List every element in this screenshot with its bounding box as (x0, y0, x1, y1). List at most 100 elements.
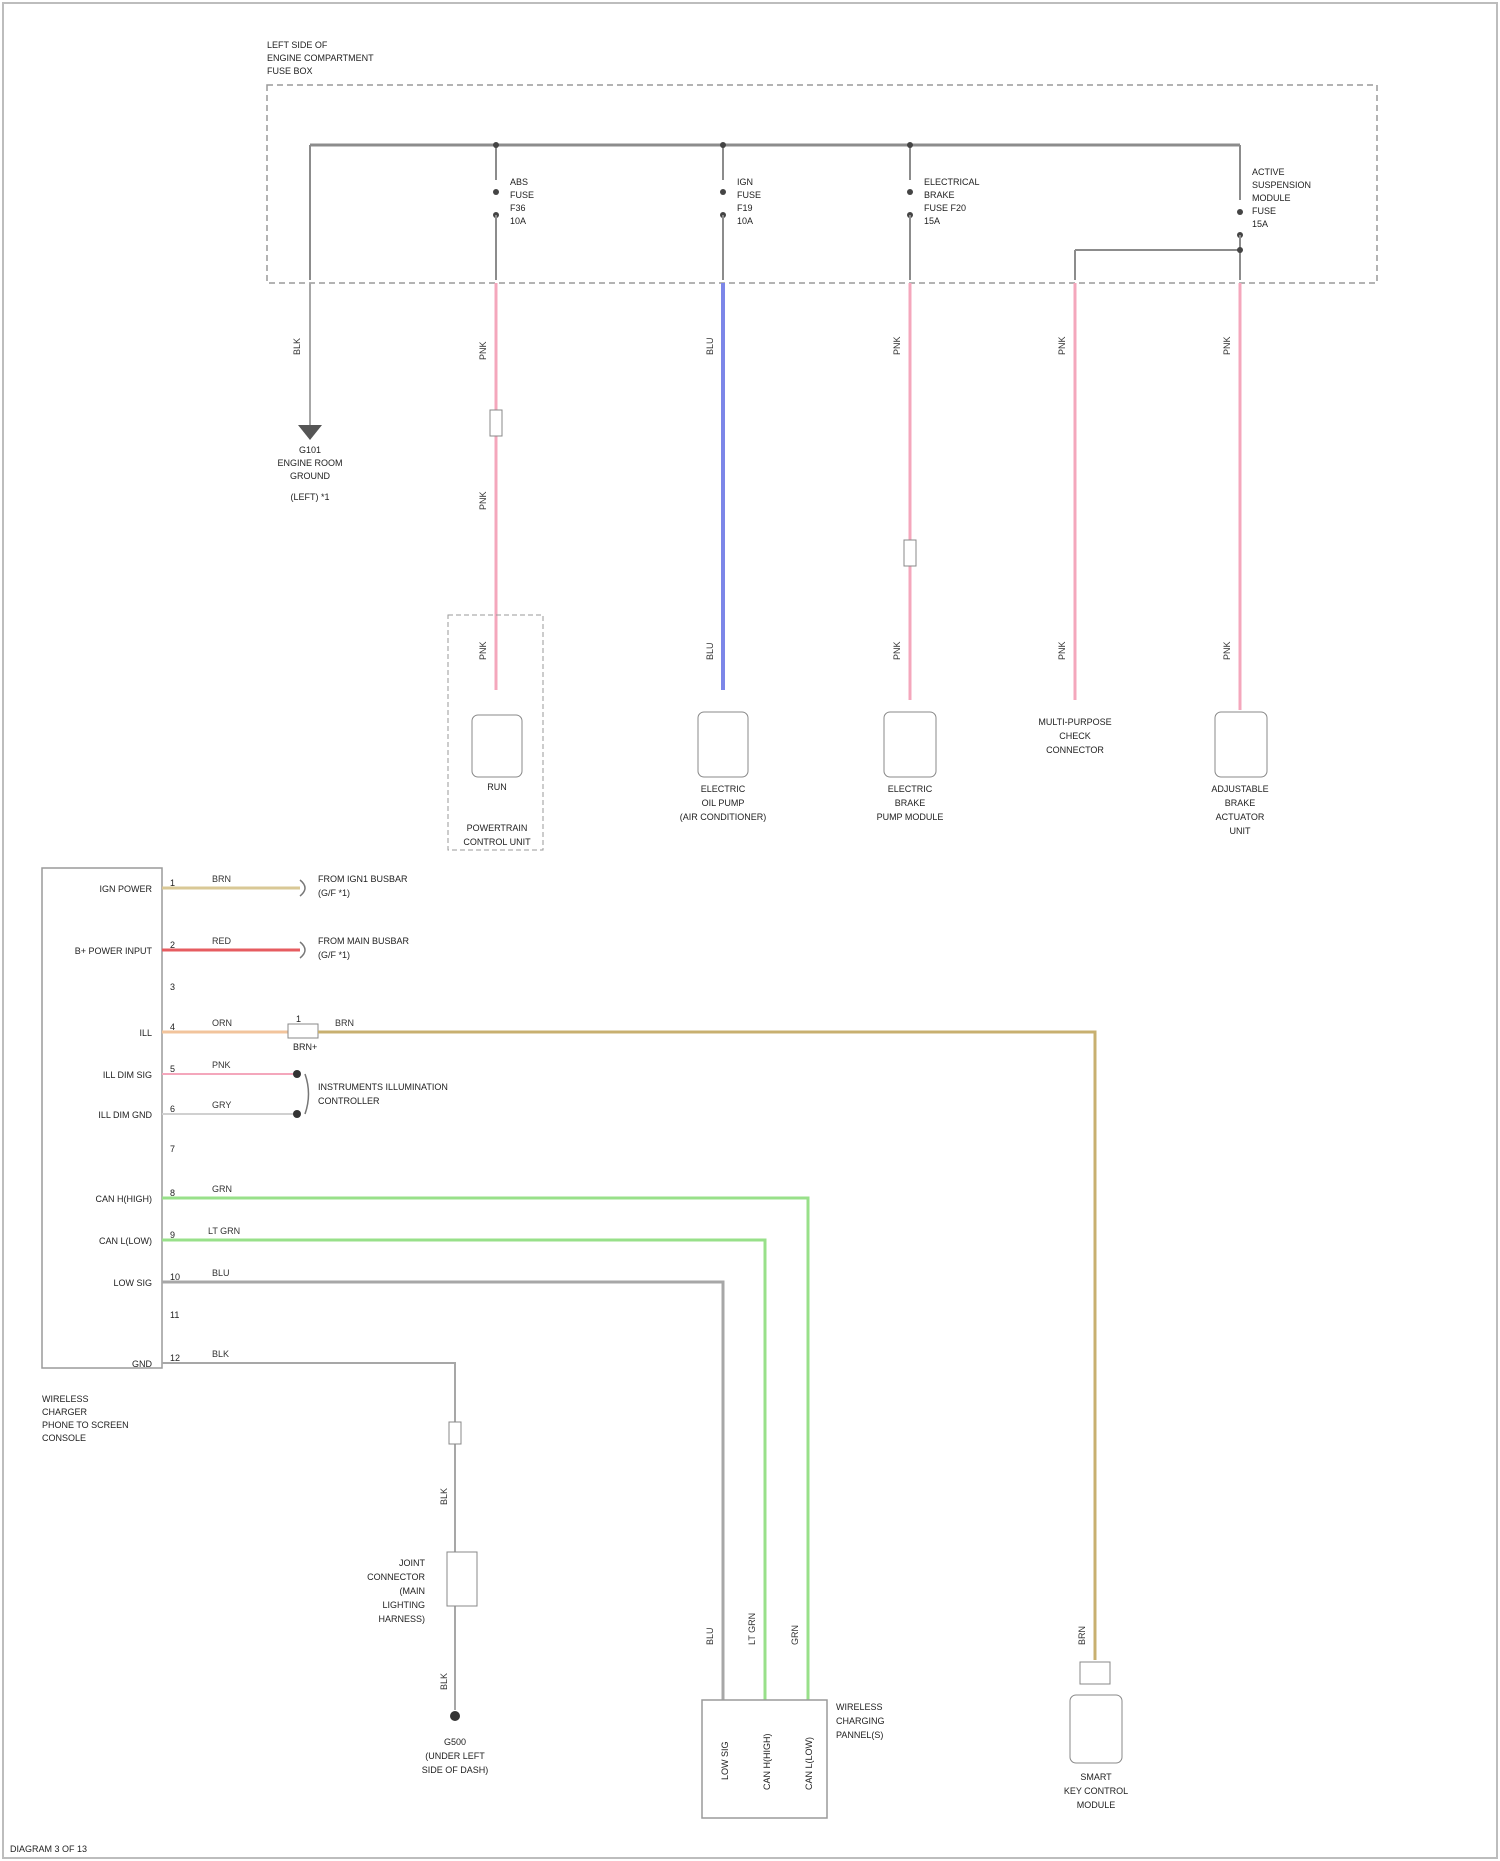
wire-abs-label-1: PNK (478, 341, 488, 360)
fuse-ign-label-3: F19 (737, 203, 753, 213)
ground-mid-1-line1: FROM IGN1 BUSBAR (318, 874, 408, 884)
fuse-abs-label-2: FUSE (510, 190, 534, 200)
wire-abs-label-3: PNK (478, 641, 488, 660)
wire-ill-connector-label: BRN (335, 1018, 354, 1028)
multi-purpose-label-2: CHECK (1059, 731, 1091, 741)
fuse-box: LEFT SIDE OF ENGINE COMPARTMENT FUSE BOX… (267, 40, 1377, 283)
top-components: RUN POWERTRAIN CONTROL UNIT ELECTRIC OIL… (448, 615, 1269, 850)
wire-ground-label: BLK (292, 338, 302, 355)
powertrain-control-unit-body (472, 715, 522, 777)
pin-5-label: ILL DIM SIG (103, 1070, 152, 1080)
wireless-charging-pad: WIRELESS CHARGING PANNEL(S) BLU LT GRN G… (702, 1613, 885, 1818)
powertrain-inner-label: RUN (487, 782, 507, 792)
smart-key-connector (1080, 1662, 1110, 1684)
ground-bottom-line2: (UNDER LEFT (425, 1751, 485, 1761)
ill-connector-pin: 1 (296, 1014, 301, 1024)
ground-mid-1-line2: (G/F *1) (318, 888, 350, 898)
joint-connector-label-5: HARNESS) (378, 1614, 425, 1624)
powertrain-label-1: POWERTRAIN (467, 823, 528, 833)
wire-pin1-label: BRN (212, 874, 231, 884)
adjustable-brake-actuator-body (1215, 712, 1267, 777)
illumination-label-1: INSTRUMENTS ILLUMINATION (318, 1082, 448, 1092)
fuse-abs-label-3: F36 (510, 203, 526, 213)
fuse-electrical-label-4: 15A (924, 216, 940, 226)
oil-pump-label-1: ELECTRIC (701, 784, 746, 794)
smart-key-wire-label: BRN (1077, 1626, 1087, 1645)
ground-top-line2: ENGINE ROOM (277, 458, 342, 468)
inline-connector-electrical (904, 540, 916, 566)
pin-12-label: GND (132, 1359, 153, 1369)
fuse-active-label-2: SUSPENSION (1252, 180, 1311, 190)
wire-can-high (162, 1198, 808, 1700)
ground-top-symbol (298, 425, 322, 440)
charging-pin-label-3: CAN L(LOW) (804, 1737, 814, 1790)
pin-9-label: CAN L(LOW) (99, 1236, 152, 1246)
ground-bottom-line3: SIDE OF DASH) (422, 1765, 489, 1775)
fuse-abs-contact-top (493, 189, 499, 195)
electric-brake-pump-body (884, 712, 936, 777)
wire-pin2-label: RED (212, 936, 232, 946)
module-label-1: WIRELESS (42, 1394, 89, 1404)
wireless-charger-module: WIRELESS CHARGER PHONE TO SCREEN CONSOLE… (42, 868, 180, 1443)
fuse-ign-label-2: FUSE (737, 190, 761, 200)
smart-key-label-3: MODULE (1077, 1800, 1116, 1810)
charging-wire-label-3: GRN (790, 1625, 800, 1645)
wire-pin5-label: PNK (212, 1060, 231, 1070)
wire-gnd (162, 1363, 455, 1710)
pin-8-label: CAN H(HIGH) (96, 1194, 153, 1204)
powertrain-label-2: CONTROL UNIT (463, 837, 531, 847)
wire-electrical-label-2: PNK (892, 641, 902, 660)
oil-pump-label-2: OIL PUMP (702, 798, 745, 808)
ground-top-line1: G101 (299, 445, 321, 455)
fuse-box-title-line2: ENGINE COMPARTMENT (267, 53, 374, 63)
charging-pin-label-2: CAN H(HIGH) (762, 1734, 772, 1791)
fuse-active-suspension: ACTIVE SUSPENSION MODULE FUSE 15A (1075, 160, 1311, 280)
wire-pin6-label: GRY (212, 1100, 231, 1110)
pin-2-label: B+ POWER INPUT (75, 946, 153, 956)
wire-pin10-label: BLU (212, 1268, 230, 1278)
ground-mid-2-line1: FROM MAIN BUSBAR (318, 936, 410, 946)
oil-pump-label-3: (AIR CONDITIONER) (680, 812, 767, 822)
brake-actuator-label-4: UNIT (1230, 826, 1251, 836)
ill-connector (288, 1024, 318, 1038)
fuse-abs-label-1: ABS (510, 177, 528, 187)
pin-11-number: 11 (170, 1310, 179, 1320)
fuse-box-title-line1: LEFT SIDE OF (267, 40, 328, 50)
module-wires: BRN FROM IGN1 BUSBAR (G/F *1) RED FROM M… (162, 874, 1095, 1710)
wire-pin4-label: ORN (212, 1018, 232, 1028)
wire-electrical-label-1: PNK (892, 336, 902, 355)
pin-10-label: LOW SIG (113, 1278, 152, 1288)
joint-connector-label-2: CONNECTOR (367, 1572, 425, 1582)
module-label-3: PHONE TO SCREEN (42, 1420, 129, 1430)
electric-oil-pump-body (698, 712, 748, 777)
fuse-active-label-3: MODULE (1252, 193, 1291, 203)
brake-actuator-label-1: ADJUSTABLE (1211, 784, 1268, 794)
wire-multi-label-2: PNK (1057, 641, 1067, 660)
smart-key-label-1: SMART (1080, 1772, 1112, 1782)
module-label-2: CHARGER (42, 1407, 88, 1417)
joint-connector-label-1: JOINT (399, 1558, 426, 1568)
fuse-active-label-4: FUSE (1252, 206, 1276, 216)
wire-pin12-label: BLK (212, 1349, 229, 1359)
ground-top-line4: (LEFT) *1 (290, 492, 329, 502)
joint-connector: BLK BLK JOINT CONNECTOR (MAIN LIGHTING H… (367, 1422, 488, 1775)
charging-wire-label-2: LT GRN (747, 1613, 757, 1645)
footer-label: DIAGRAM 3 OF 13 (10, 1844, 87, 1854)
ground-bottom-line1: G500 (444, 1737, 466, 1747)
pin-6-number: 6 (170, 1104, 175, 1114)
joint-connector-plug (449, 1422, 461, 1444)
pin-7-number: 7 (170, 1144, 175, 1154)
ground-mid-2-line2: (G/F *1) (318, 950, 350, 960)
wire-active-label-2: PNK (1222, 641, 1232, 660)
top-wires: BLK G101 ENGINE ROOM GROUND (LEFT) *1 PN… (277, 283, 1240, 710)
brake-actuator-label-2: BRAKE (1225, 798, 1256, 808)
pin-6-label: ILL DIM GND (98, 1110, 152, 1120)
charging-wire-label-1: BLU (705, 1627, 715, 1645)
pin-12-number: 12 (170, 1353, 180, 1363)
fuse-electrical-brake: ELECTRICAL BRAKE FUSE F20 15A (907, 142, 980, 280)
wire-ign-label-1: BLU (705, 337, 715, 355)
charging-pad-label-3: PANNEL(S) (836, 1730, 883, 1740)
smart-key-body (1070, 1695, 1122, 1763)
ground-bottom-symbol (450, 1711, 460, 1721)
